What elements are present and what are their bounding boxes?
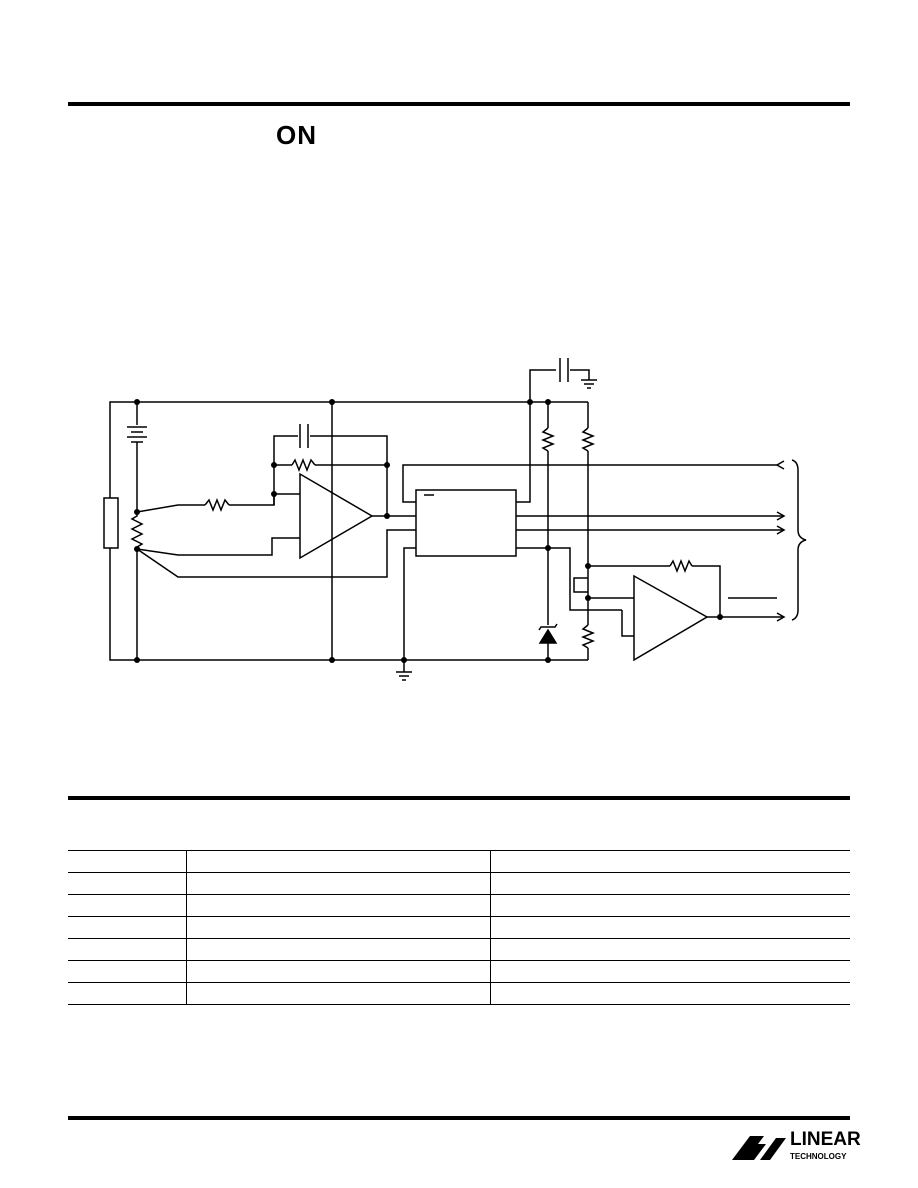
wire xyxy=(136,537,300,556)
table-cell xyxy=(490,894,850,917)
wire xyxy=(136,504,205,513)
section-rule xyxy=(68,796,850,800)
table-cell xyxy=(68,938,187,961)
table-cell xyxy=(186,938,491,961)
zener-diode-icon xyxy=(538,623,558,644)
linear-technology-logo-icon xyxy=(732,1136,786,1160)
ground-icon xyxy=(396,671,412,681)
table-row xyxy=(68,938,850,961)
table-cell xyxy=(68,982,187,1005)
table-cell xyxy=(490,872,850,895)
resistor-icon xyxy=(204,497,230,513)
table-row xyxy=(68,894,850,917)
sensor-element-icon xyxy=(103,497,119,549)
table-cell xyxy=(68,894,187,917)
arrow-out-icon xyxy=(776,525,786,535)
table-cell xyxy=(186,872,491,895)
op-amp-1-icon xyxy=(299,472,374,560)
table-cell xyxy=(68,872,187,895)
brace-icon xyxy=(791,459,807,621)
resistor-icon xyxy=(291,457,316,473)
table-cell xyxy=(186,850,491,873)
table-cell xyxy=(68,916,187,939)
wire xyxy=(273,435,298,505)
table-cell xyxy=(68,960,187,983)
table-cell xyxy=(186,916,491,939)
battery-icon xyxy=(127,426,147,443)
arrow-out-icon xyxy=(776,612,786,622)
logo-subtitle: TECHNOLOGY xyxy=(790,1152,847,1161)
wire xyxy=(403,547,416,660)
resistor-icon xyxy=(580,624,596,649)
circuit-schematic xyxy=(103,358,807,681)
wire xyxy=(573,577,588,593)
table-row xyxy=(68,872,850,895)
table-cell xyxy=(490,938,850,961)
ground-icon xyxy=(581,379,597,389)
wire xyxy=(570,369,590,380)
resistor-icon xyxy=(580,427,596,452)
table-cell xyxy=(490,960,850,983)
bottom-rule xyxy=(68,1116,850,1120)
table-row xyxy=(68,850,850,873)
table-row xyxy=(68,982,850,1005)
table-cell xyxy=(490,982,850,1005)
data-table xyxy=(68,850,850,1005)
wire xyxy=(402,464,777,503)
table-row xyxy=(68,960,850,983)
top-rule xyxy=(68,102,850,106)
table-cell xyxy=(490,850,850,873)
resistor-icon xyxy=(540,427,556,452)
resistor-icon xyxy=(669,558,693,574)
ic-block xyxy=(415,489,517,557)
wire xyxy=(310,435,388,516)
wire xyxy=(516,369,556,503)
wire xyxy=(229,493,300,506)
wire xyxy=(136,529,402,578)
table-cell xyxy=(68,850,187,873)
arrow-in-icon xyxy=(776,511,786,521)
junction-dots xyxy=(134,399,723,663)
arrow-in-icon xyxy=(775,460,785,470)
potentiometer-icon xyxy=(130,512,144,549)
wire xyxy=(621,610,634,637)
wire xyxy=(516,547,622,611)
table-cell xyxy=(186,960,491,983)
wire xyxy=(692,565,721,617)
table-cell xyxy=(186,982,491,1005)
logo-wordmark: LINEAR xyxy=(790,1129,861,1150)
table-cell xyxy=(490,916,850,939)
section-heading-fragment: ON xyxy=(276,120,317,150)
comparator-icon xyxy=(633,574,709,662)
table-row xyxy=(68,916,850,939)
table-cell xyxy=(186,894,491,917)
